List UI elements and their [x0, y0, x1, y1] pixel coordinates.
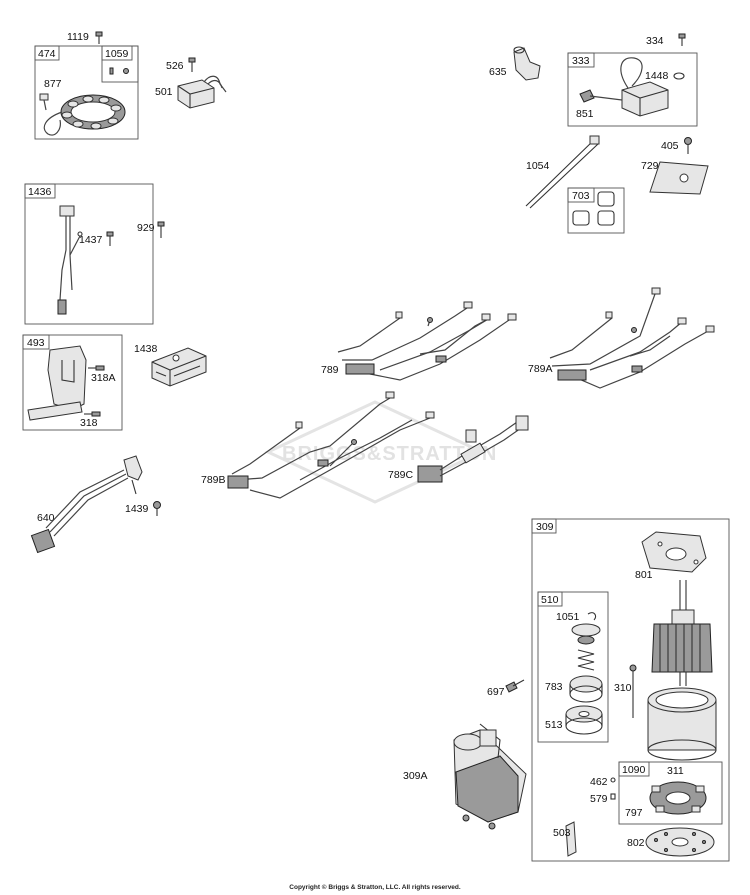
box-label-309: 309 — [536, 521, 554, 533]
part-1054-cable-tie[interactable] — [525, 135, 600, 209]
part-334-screw[interactable] — [678, 33, 686, 46]
label-783: 783 — [545, 681, 563, 693]
box-label-1059: 1059 — [105, 48, 129, 60]
part-1119-screw[interactable] — [95, 31, 103, 44]
part-729-shield[interactable] — [649, 161, 709, 195]
box-label-703: 703 — [572, 190, 590, 202]
part-526-screw[interactable] — [188, 57, 196, 72]
label-851: 851 — [576, 108, 594, 120]
label-929: 929 — [137, 222, 155, 234]
label-526: 526 — [166, 60, 184, 72]
label-729: 729 — [641, 160, 659, 172]
part-1438-module[interactable] — [151, 347, 207, 387]
part-579-brush[interactable] — [610, 793, 616, 800]
label-697: 697 — [487, 686, 505, 698]
part-783-pinion-gear[interactable] — [569, 675, 603, 703]
label-1448: 1448 — [645, 70, 669, 82]
box-703: 703 — [567, 187, 625, 234]
part-802-end-cap[interactable] — [645, 827, 715, 857]
part-801-end-bracket[interactable] — [641, 531, 707, 573]
label-310: 310 — [614, 682, 632, 694]
label-789B: 789B — [201, 474, 226, 486]
part-513-drive-assembly[interactable] — [565, 705, 603, 735]
box-label-1436: 1436 — [28, 186, 52, 198]
part-789-harness[interactable] — [337, 301, 517, 381]
part-drive-collar[interactable] — [571, 623, 601, 645]
label-318: 318 — [80, 417, 98, 429]
label-640: 640 — [37, 512, 55, 524]
label-802: 802 — [627, 837, 645, 849]
part-493-bracket[interactable] — [27, 345, 87, 421]
label-405: 405 — [661, 140, 679, 152]
part-1448-washer[interactable] — [673, 72, 685, 80]
box-label-510: 510 — [541, 594, 559, 606]
box-309: 309 — [531, 518, 730, 862]
part-armature[interactable] — [651, 580, 713, 686]
label-311: 311 — [667, 765, 684, 777]
label-1439: 1439 — [125, 503, 149, 515]
watermark: BRIGGS&STRATTON — [264, 400, 497, 504]
box-493: 493 — [22, 334, 123, 431]
label-1437: 1437 — [79, 234, 103, 246]
box-333: 333 — [567, 52, 698, 127]
part-318-screw[interactable] — [84, 411, 101, 417]
box-1436: 1436 — [24, 183, 154, 325]
part-310-through-bolt[interactable] — [629, 664, 637, 718]
part-697-screw[interactable] — [505, 679, 525, 693]
label-501: 501 — [155, 86, 173, 98]
label-1054: 1054 — [526, 160, 550, 172]
label-801: 801 — [635, 569, 653, 581]
label-789A: 789A — [528, 363, 553, 375]
part-877-alternator[interactable] — [39, 93, 126, 136]
label-513: 513 — [545, 719, 563, 731]
label-334: 334 — [646, 35, 664, 47]
part-1439-screw[interactable] — [153, 501, 161, 517]
part-drive-spring[interactable] — [577, 649, 595, 671]
box-label-474: 474 — [38, 48, 56, 60]
part-503-clip[interactable] — [565, 821, 577, 857]
part-405-screw[interactable] — [684, 137, 692, 155]
part-789C-harness[interactable] — [417, 415, 529, 483]
watermark-text: BRIGGS&STRATTON — [282, 443, 497, 465]
part-1437-screw[interactable] — [106, 231, 114, 246]
label-789C: 789C — [388, 469, 414, 481]
part-309A-starter-motor[interactable] — [453, 723, 527, 830]
part-640-harness[interactable] — [30, 455, 143, 554]
label-789: 789 — [321, 364, 339, 376]
label-797: 797 — [625, 807, 643, 819]
part-318A-screw[interactable] — [88, 365, 105, 371]
box-label-333: 333 — [572, 55, 590, 67]
label-503: 503 — [553, 827, 571, 839]
part-929-screw[interactable] — [157, 221, 165, 238]
label-635: 635 — [489, 66, 507, 78]
part-1059-clips[interactable] — [109, 67, 129, 75]
part-635-boot[interactable] — [513, 46, 541, 81]
part-311-brush-plate[interactable] — [649, 781, 707, 815]
label-877: 877 — [44, 78, 62, 90]
part-789B-harness[interactable] — [227, 391, 435, 499]
part-789A-harness[interactable] — [549, 287, 715, 389]
label-1119: 1119 — [67, 31, 89, 43]
box-label-1090: 1090 — [622, 764, 646, 776]
part-501-rectifier[interactable] — [177, 75, 227, 109]
box-474: 474 1059 — [34, 45, 139, 140]
part-1051-retainer[interactable] — [587, 612, 597, 621]
part-333-ignition-coil[interactable] — [579, 57, 669, 117]
part-462-spring[interactable] — [610, 777, 616, 783]
part-1436-harness[interactable] — [57, 205, 83, 315]
part-starter-housing[interactable] — [647, 687, 717, 761]
label-462: 462 — [590, 776, 608, 788]
label-318A: 318A — [91, 372, 116, 384]
label-309A: 309A — [403, 770, 428, 782]
label-1438: 1438 — [134, 343, 158, 355]
part-703-clips[interactable] — [572, 191, 615, 226]
copyright-notice: Copyright © Briggs & Stratton, LLC. All … — [289, 884, 461, 891]
label-579: 579 — [590, 793, 608, 805]
box-label-493: 493 — [27, 337, 45, 349]
label-1051: 1051 — [556, 611, 580, 623]
